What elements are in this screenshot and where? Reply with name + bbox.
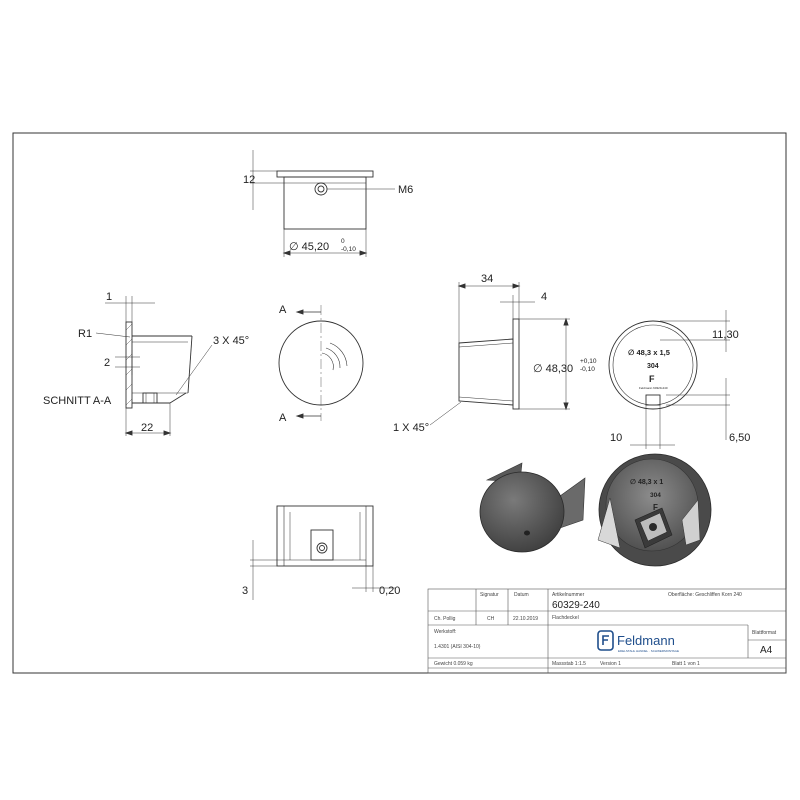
section-step-dim: 2 xyxy=(104,357,110,369)
tb-surface: Oberfläche: Geschliffen Korn 240 xyxy=(668,592,742,598)
feldmann-logo-icon xyxy=(597,630,614,651)
tb-sheet-no: Blatt 1 von 1 xyxy=(672,661,700,667)
feldmann-logo-text: Feldmann xyxy=(617,633,675,648)
tb-material-label: Werkstoff: xyxy=(434,629,456,635)
tb-date: 22.10.2019 xyxy=(513,616,538,622)
top-view-tol-upper: 0 xyxy=(341,238,345,245)
section-chamfer-label: 3 X 45° xyxy=(213,335,249,347)
side-view xyxy=(429,282,570,426)
side-tol-lower: -0,10 xyxy=(580,366,595,373)
top-view xyxy=(250,150,395,257)
face-engraving-4: Feldmann 60329-240 xyxy=(639,386,668,390)
side-diameter-dim: ∅ 48,30 xyxy=(533,363,573,375)
tb-description: Flachdeckel xyxy=(552,615,579,621)
iso-engraving-3: F xyxy=(653,503,658,512)
face-view xyxy=(608,310,730,449)
drawing-frame xyxy=(12,132,787,674)
top-view-diameter-dim: ∅ 45,20 xyxy=(289,241,329,253)
tb-col-article-no: Artikelnummer xyxy=(552,592,585,598)
top-view-tol-lower: -0,10 xyxy=(341,246,356,253)
cut-label-top: A xyxy=(279,304,287,316)
feldmann-logo: Feldmann EDELSTAHL HANDEL · SCHWERMONTAG… xyxy=(597,630,679,653)
tb-signature: CH xyxy=(487,616,495,622)
iso-view-right xyxy=(597,453,712,567)
face-dim-right: 6,50 xyxy=(729,432,750,444)
top-view-thread-label: M6 xyxy=(398,184,413,196)
top-view-height-dim: 12 xyxy=(243,174,255,186)
feldmann-logo-subtitle: EDELSTAHL HANDEL · SCHWERMONTAGE xyxy=(618,649,679,653)
tb-weight: Gewicht 0.059 kg xyxy=(434,661,473,667)
tb-col-signature: Signatur xyxy=(480,592,499,598)
tb-material: 1.4301 (AISI 304-10) xyxy=(434,644,481,650)
iso-engraving-2: 304 xyxy=(650,492,661,499)
section-title: SCHNITT A-A xyxy=(43,395,112,407)
side-flange-dim: 4 xyxy=(541,291,547,303)
bottom-dim-right: 0,20 xyxy=(379,585,400,597)
cut-label-bottom: A xyxy=(279,412,287,424)
face-dim-slot: 10 xyxy=(610,432,622,444)
face-engraving-2: 304 xyxy=(647,363,659,370)
tb-col-date: Datum xyxy=(514,592,529,598)
face-dim-top: 11,30 xyxy=(712,329,739,341)
tb-article-no: 60329-240 xyxy=(552,600,600,611)
tb-format: A4 xyxy=(760,645,773,656)
side-total-length-dim: 34 xyxy=(481,273,493,285)
side-tol-upper: +0,10 xyxy=(580,358,597,365)
tb-drawn-by: Ch. Pollig xyxy=(434,616,456,622)
iso-engraving-1: ∅ 48,3 x 1 xyxy=(630,479,663,486)
face-engraving-1: ∅ 48,3 x 1,5 xyxy=(628,348,670,357)
title-block xyxy=(427,588,787,674)
section-radius-label: R1 xyxy=(78,328,92,340)
front-view xyxy=(278,305,364,421)
face-engraving-3: F xyxy=(649,374,655,384)
side-chamfer-label: 1 X 45° xyxy=(393,422,429,434)
section-wall-dim: 1 xyxy=(106,291,112,303)
tb-format-label: Blattformat xyxy=(752,630,777,636)
bottom-dim-left: 3 xyxy=(242,585,248,597)
section-length-dim: 22 xyxy=(141,422,153,434)
tb-version: Version 1 xyxy=(600,661,621,667)
tb-scale: Massstab 1:1.5 xyxy=(552,661,586,667)
bottom-view xyxy=(250,505,395,600)
section-view xyxy=(95,296,213,436)
iso-view-left xyxy=(479,462,586,553)
